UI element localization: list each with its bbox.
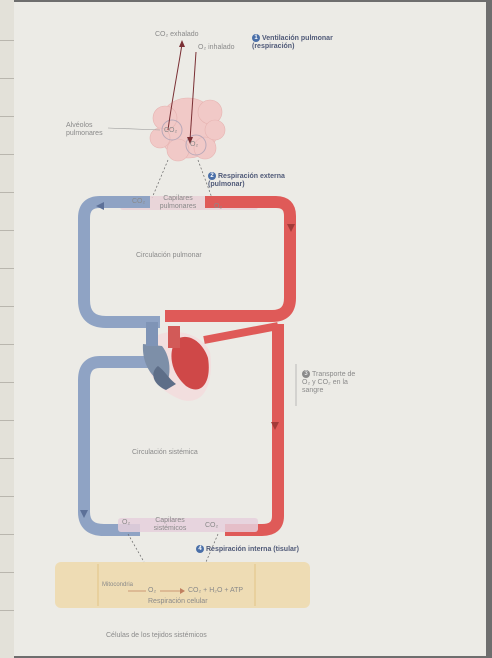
pulmonary-venous-path: [84, 202, 160, 322]
tissue-o2: O₂: [148, 587, 156, 595]
cell-respiration-equation: CO₂ + H₂O + ATP: [188, 587, 243, 595]
tissue-caption: Células de los tejidos sistémicos: [106, 632, 207, 640]
ventilation-title: Ventilación pulmonar (respiración): [252, 35, 333, 50]
systemic-venous-path: [84, 362, 165, 530]
step-3-badge: 3: [302, 370, 310, 378]
pulmonary-circulation-label: Circulación pulmonar: [136, 252, 202, 260]
alveoli-label: Alvéolos pulmonares: [66, 122, 108, 138]
alveoli-cluster: [150, 98, 225, 161]
systemic-arterial-path: [225, 324, 278, 530]
step-2-badge: 2: [208, 172, 216, 180]
internal-respiration-title: Respiración interna (tisular): [206, 546, 299, 553]
systemic-capillaries-label: Capilares sistémicos: [140, 517, 200, 533]
o2-inhaled-label: O₂ inhalado: [198, 44, 235, 52]
pulmonary-capillary-o2: O₂: [214, 203, 222, 211]
co2-exhaled-label: CO₂ exhalado: [155, 31, 199, 39]
systemic-capillary-co2: CO₂: [205, 522, 218, 530]
systemic-capillary-o2: O₂: [122, 519, 130, 527]
step-1-badge: 1: [252, 34, 260, 42]
alveoli-co2: CO₂: [164, 127, 177, 135]
step-4-badge: 4: [196, 545, 204, 553]
systemic-circulation-label: Circulación sistémica: [132, 449, 198, 457]
cell-respiration-label: Respiración celular: [148, 598, 208, 606]
alveoli-o2: O₂: [190, 141, 198, 149]
mitochondria-label: Mitocondria: [102, 582, 132, 589]
external-respiration-title: Respiración externa (pulmonar): [208, 173, 285, 188]
pulmonary-capillaries-label: Capilares pulmonares: [152, 195, 204, 211]
pulmonary-capillary-co2: CO₂: [132, 198, 145, 206]
heart: [143, 322, 211, 401]
